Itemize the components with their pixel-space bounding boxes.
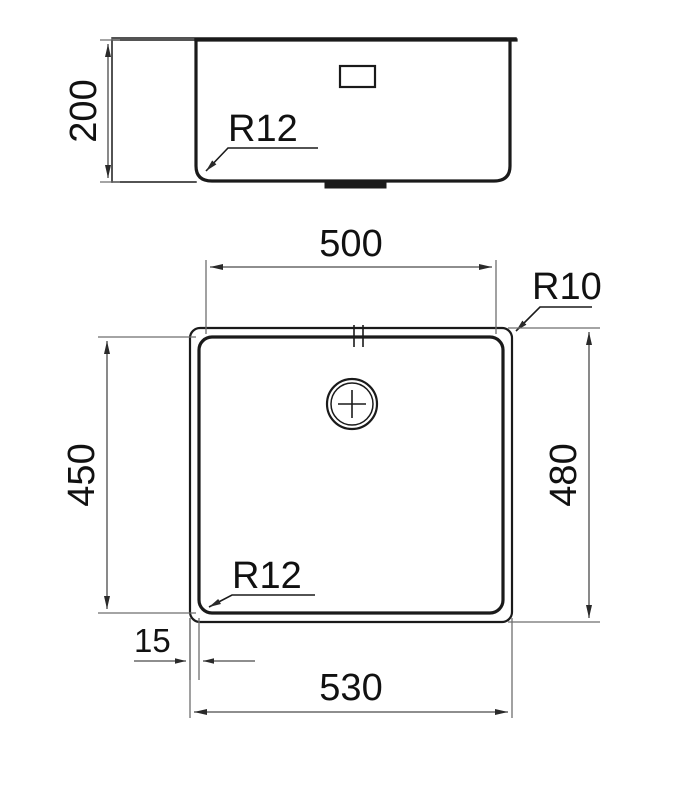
leader-line-r12-plan bbox=[208, 594, 315, 608]
overflow-slot-icon bbox=[338, 64, 377, 89]
dimension-label-450: 450 bbox=[61, 443, 103, 506]
drain-hole-icon bbox=[325, 377, 379, 431]
top-plan-view: 500 R10 450 480 bbox=[61, 223, 602, 718]
radius-callout-r12-plan: R12 bbox=[208, 555, 315, 608]
radius-callout-r10-plan: R10 bbox=[515, 266, 602, 332]
plan-outer-rim-rect bbox=[188, 326, 514, 624]
dimension-15: 15 bbox=[134, 618, 255, 680]
dimension-450: 450 bbox=[61, 336, 196, 614]
radius-label-r12-plan: R12 bbox=[232, 555, 302, 597]
radius-label-r10-plan: R10 bbox=[532, 266, 602, 308]
drain-outer-circle bbox=[325, 377, 379, 431]
dimension-label-500: 500 bbox=[319, 223, 382, 265]
plan-inner-bowl-rect bbox=[197, 335, 505, 615]
front-bowl-outline bbox=[194, 38, 512, 183]
drain-inner-circle bbox=[330, 382, 374, 426]
front-elevation-view: 200 R12 bbox=[63, 37, 518, 189]
dimension-500: 500 bbox=[205, 223, 497, 334]
leader-line-r12-front bbox=[205, 147, 318, 172]
overflow-marker-icon bbox=[353, 325, 364, 347]
dimension-label-200: 200 bbox=[63, 79, 105, 142]
leader-line-r10-plan bbox=[515, 306, 592, 332]
dimension-200: 200 bbox=[63, 39, 120, 183]
radius-label-r12-front: R12 bbox=[228, 108, 298, 150]
dimension-label-480: 480 bbox=[543, 443, 585, 506]
radius-callout-r12-front: R12 bbox=[205, 108, 318, 172]
dimension-label-530: 530 bbox=[319, 667, 382, 709]
dimension-480: 480 bbox=[508, 327, 600, 623]
dimension-label-15: 15 bbox=[134, 622, 171, 659]
dimension-530: 530 bbox=[189, 618, 513, 718]
